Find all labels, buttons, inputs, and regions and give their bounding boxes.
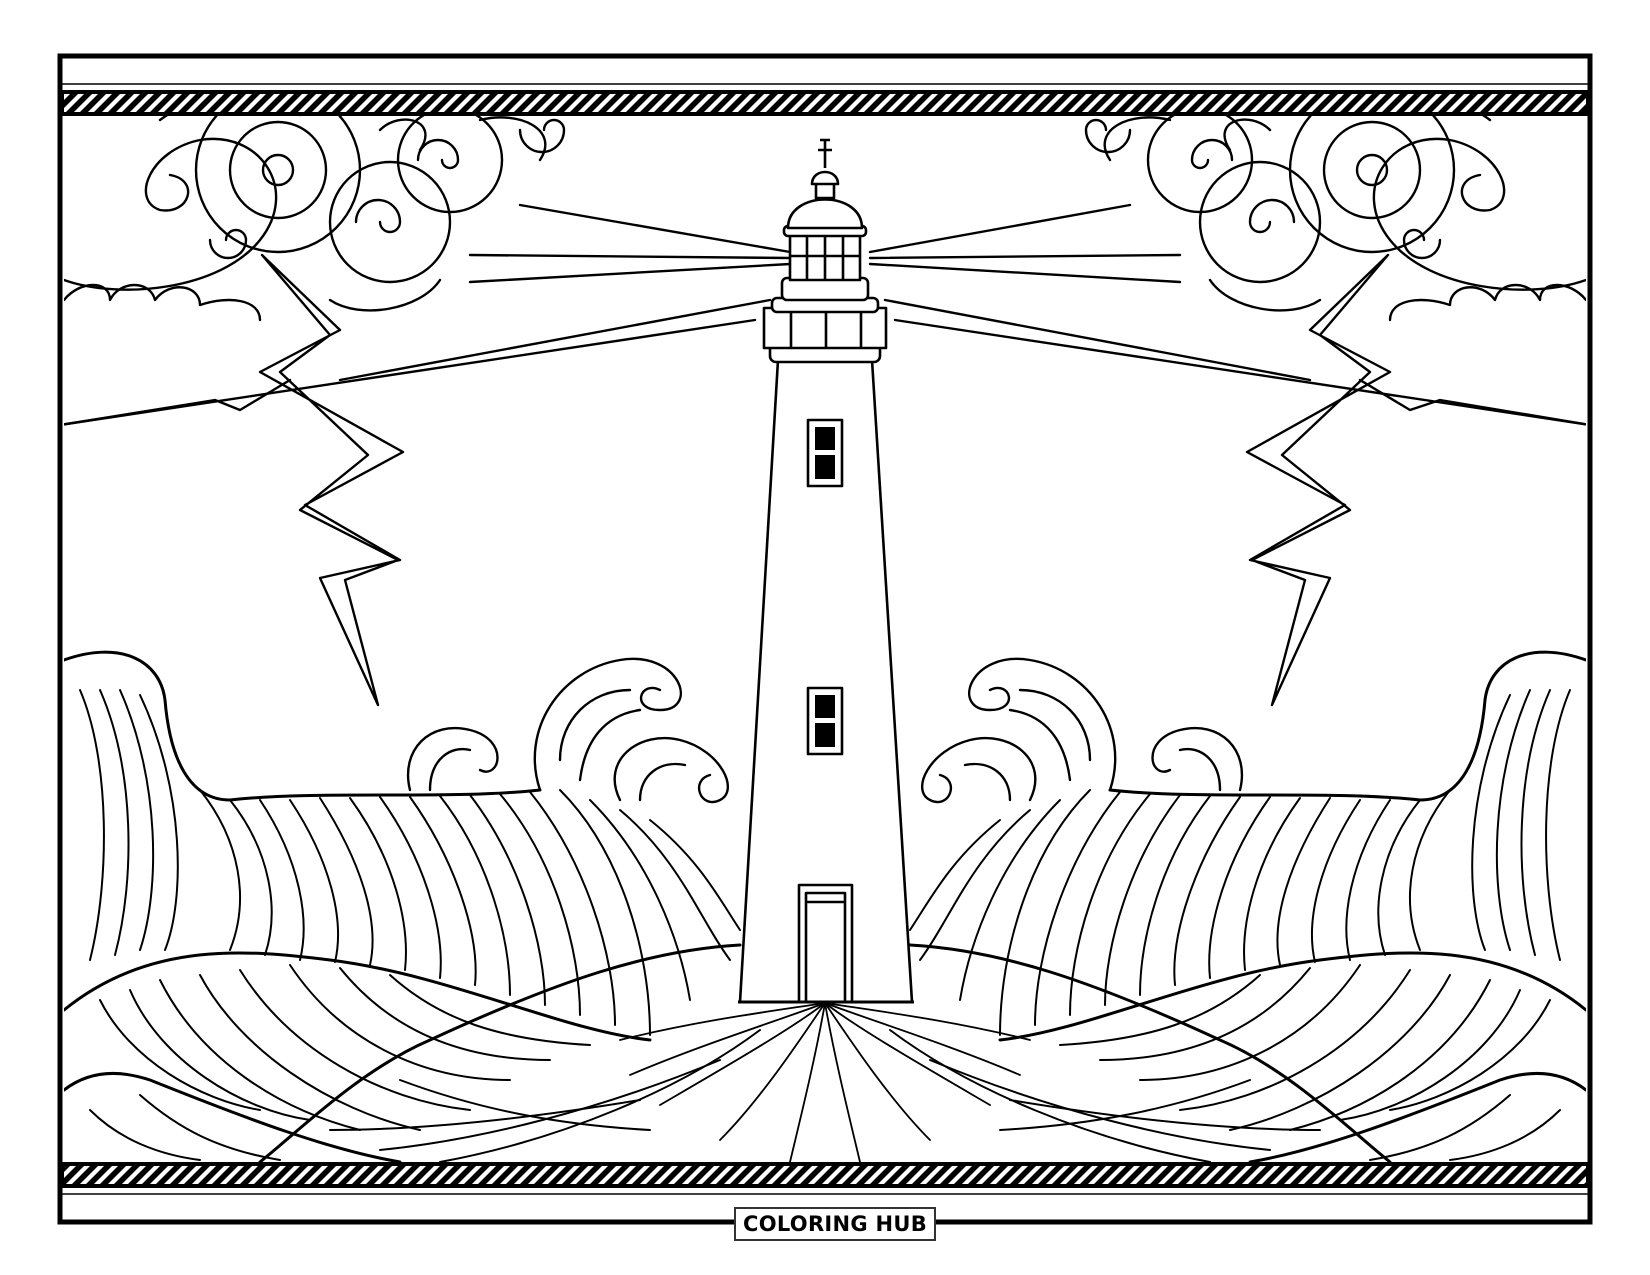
left-lightning-bolt <box>258 253 405 707</box>
left-clouds <box>64 116 566 322</box>
lighthouse <box>738 138 914 1004</box>
right-lightning-bolt <box>1245 253 1392 707</box>
upper-window <box>806 418 844 488</box>
left-waves <box>64 650 761 1162</box>
base-fan-lines <box>619 1002 1031 1162</box>
door <box>797 883 854 1004</box>
right-clouds <box>1084 116 1586 322</box>
right-waves <box>889 650 1586 1162</box>
lower-window <box>806 686 844 756</box>
brand-label: COLORING HUB <box>734 1207 937 1241</box>
light-beams <box>64 203 1586 426</box>
